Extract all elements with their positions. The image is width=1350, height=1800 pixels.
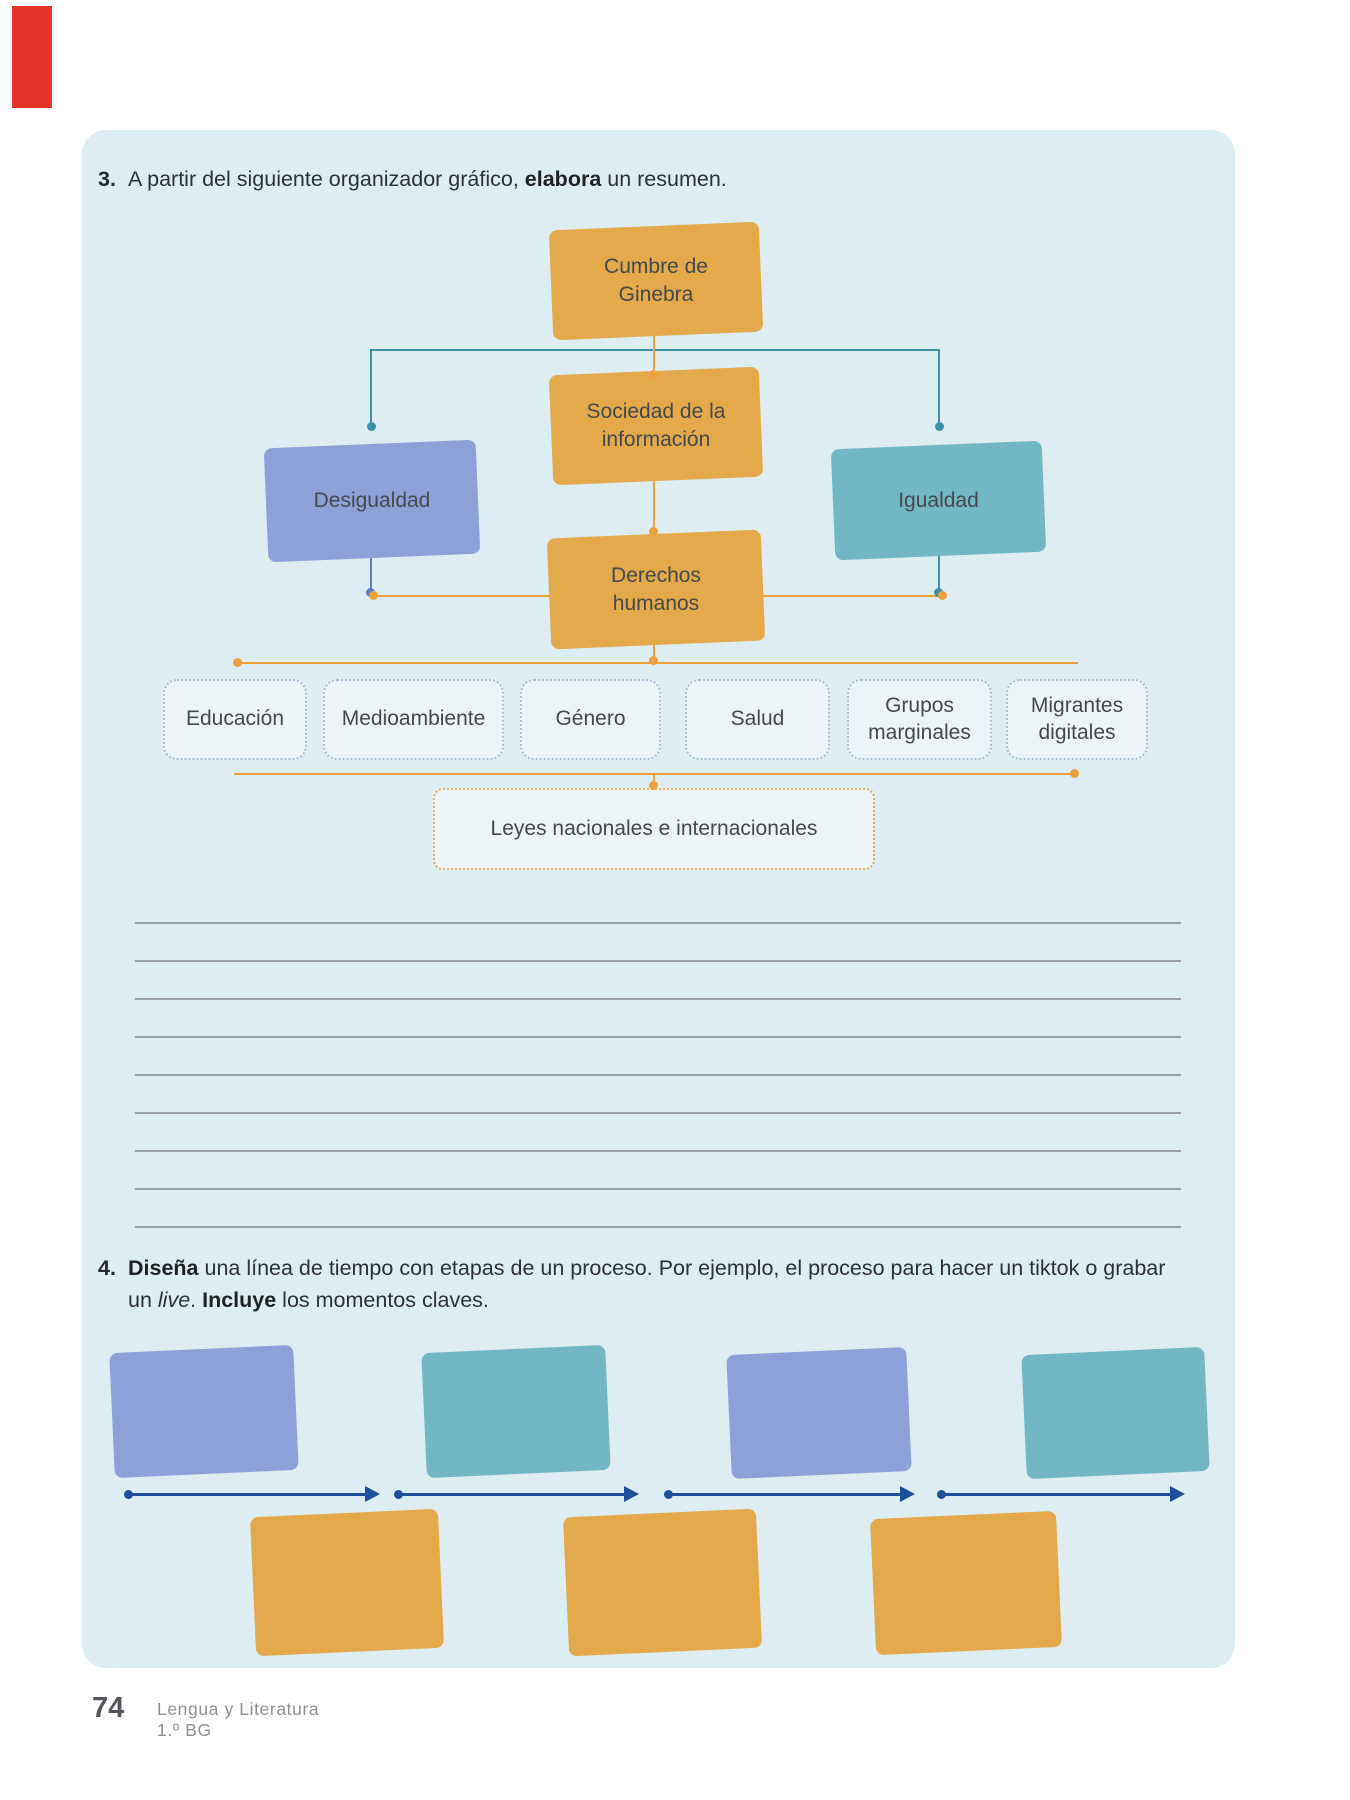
connector-to-law: [653, 773, 655, 788]
exercise3-text-bold: elabora: [524, 167, 602, 191]
exercise4-mid2: .: [190, 1288, 203, 1312]
footer-subject-line1: Lengua y Literatura: [157, 1699, 320, 1719]
topic-box: Medioambiente: [323, 679, 504, 760]
card-shadow: [109, 1344, 299, 1479]
organizer-node-root: Cumbre de Ginebra: [548, 221, 764, 341]
connector-blue-drop: [370, 550, 372, 594]
organizer-node-right: Igualdad: [830, 440, 1047, 561]
topic-box: Salud: [685, 679, 830, 760]
connector-teal-right-drop: [938, 349, 940, 427]
connector-level2-to-center: [653, 473, 655, 533]
connector-teal-horizontal: [370, 349, 940, 351]
timeline-line: [128, 1493, 366, 1496]
arrow-right-icon: [365, 1486, 380, 1502]
organizer-node-level2-label: Sociedad de la información: [586, 400, 726, 451]
exercise3-text-pre: A partir del siguiente organizador gráfi…: [128, 167, 525, 191]
writing-line: [135, 1036, 1181, 1038]
timeline-box-top: [109, 1344, 299, 1479]
connector-teal-left-drop: [370, 349, 372, 427]
connector-dot: [649, 656, 658, 665]
connector-dot: [1070, 769, 1079, 778]
exercise4-bold2: Incluye: [202, 1288, 277, 1312]
exercise4-bold1: Diseña: [128, 1256, 199, 1280]
organizer-node-right-label: Igualdad: [898, 488, 979, 512]
connector-dot: [367, 422, 376, 431]
page-edge-tab: [12, 6, 52, 108]
card-shadow: [1021, 1346, 1210, 1480]
organizer-node-left-label: Desigualdad: [313, 489, 431, 513]
timeline-line: [668, 1493, 901, 1496]
writing-line: [135, 1074, 1181, 1076]
organizer-node-center: Derechos humanos: [546, 529, 766, 650]
writing-line: [135, 1112, 1181, 1114]
exercise3-number: 3.: [98, 167, 116, 191]
connector-root-to-level2: [653, 328, 655, 375]
exercise4-rest1: una línea de tiempo con etapas de un pro…: [198, 1256, 1166, 1280]
timeline-box-bottom: [562, 1508, 763, 1657]
writing-line: [135, 1150, 1181, 1152]
topic-box: Educación: [163, 679, 307, 760]
writing-line: [135, 998, 1181, 1000]
arrow-right-icon: [1170, 1486, 1185, 1502]
connector-center-to-topics: [653, 637, 655, 663]
arrow-right-icon: [624, 1486, 639, 1502]
exercise4-post2: los momentos claves.: [276, 1288, 489, 1312]
connector-dot: [369, 591, 378, 600]
organizer-node-center-label: Derechos humanos: [611, 563, 701, 615]
topic-box: Género: [520, 679, 661, 760]
footer-subject: Lengua y Literatura 1.º BG: [157, 1699, 319, 1740]
exercise4-number: 4.: [98, 1256, 116, 1280]
timeline-box-top: [726, 1346, 912, 1480]
timeline-box-top: [1021, 1346, 1210, 1480]
organizer-node-laws: Leyes nacionales e internacionales: [433, 788, 875, 870]
topic-label: Grupos marginales: [868, 694, 971, 744]
card-shadow: [726, 1346, 912, 1480]
exercise3-text: A partir del siguiente organizador gráfi…: [128, 167, 727, 192]
card-shadow: [249, 1508, 445, 1657]
topic-box: Grupos marginales: [847, 679, 992, 760]
writing-line: [135, 922, 1181, 924]
organizer-node-laws-label: Leyes nacionales e internacionales: [490, 817, 818, 840]
topic-label: Educación: [185, 707, 285, 731]
connector-teal-drop: [938, 548, 940, 594]
exercise4-text-line1: Diseña una línea de tiempo con etapas de…: [128, 1256, 1165, 1281]
connector-dot: [649, 370, 658, 379]
page-number: 74: [92, 1692, 125, 1724]
card-shadow: [421, 1344, 611, 1479]
organizer-node-level2: Sociedad de la información: [548, 366, 764, 486]
writing-line: [135, 1226, 1181, 1228]
timeline-dot: [124, 1490, 133, 1499]
writing-line: [135, 1188, 1181, 1190]
exercise4-pre2: un: [128, 1288, 158, 1312]
connector-dot: [649, 527, 658, 536]
connector-dot: [935, 422, 944, 431]
timeline-dot: [937, 1490, 946, 1499]
timeline-line: [398, 1493, 625, 1496]
connector-dot: [233, 658, 242, 667]
timeline-line: [941, 1493, 1171, 1496]
connector-dot: [938, 591, 947, 600]
exercise4-italic: live: [157, 1288, 191, 1312]
writing-line: [135, 960, 1181, 962]
topic-label: Medioambiente: [341, 707, 486, 731]
timeline-dot: [664, 1490, 673, 1499]
topic-label: Salud: [730, 707, 785, 731]
exercise4-text-line2: un live. Incluye los momentos claves.: [128, 1288, 489, 1313]
organizer-node-left: Desigualdad: [263, 439, 481, 563]
footer-subject-line2: 1.º BG: [157, 1719, 212, 1740]
topic-label: Migrantes digitales: [1030, 694, 1124, 744]
timeline-box-top: [421, 1344, 611, 1479]
exercise3-text-post: un resumen.: [601, 167, 727, 191]
card-shadow: [870, 1510, 1062, 1656]
connector-dot: [649, 781, 658, 790]
organizer-node-root-label: Cumbre de Ginebra: [604, 255, 708, 306]
topic-label: Género: [555, 707, 626, 731]
arrow-right-icon: [900, 1486, 915, 1502]
timeline-box-bottom: [870, 1510, 1062, 1656]
timeline-dot: [394, 1490, 403, 1499]
timeline-box-bottom: [249, 1508, 445, 1657]
topic-box: Migrantes digitales: [1006, 679, 1148, 760]
card-shadow: [562, 1508, 763, 1657]
